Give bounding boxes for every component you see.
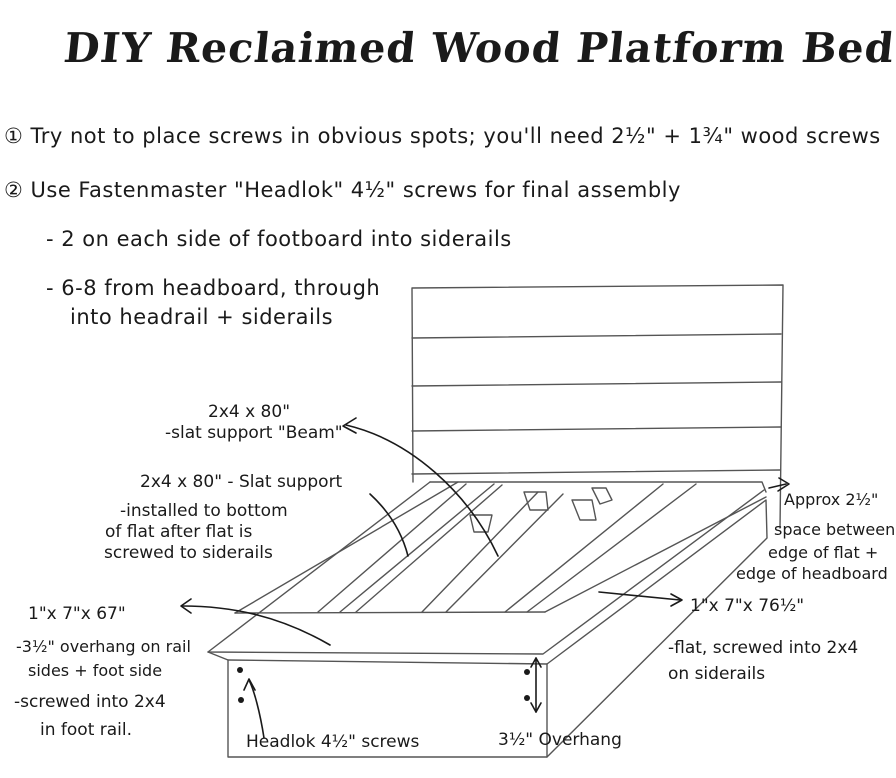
headboard-plank-line bbox=[411, 469, 781, 475]
screw-mark bbox=[238, 697, 244, 703]
instruction-note-2: ② Use Fastenmaster "Headlok" 4½" screws … bbox=[4, 178, 681, 202]
side-rail-right bbox=[546, 499, 768, 758]
slat bbox=[504, 483, 697, 613]
foot-rail bbox=[207, 651, 548, 758]
foot-label: -screwed into 2x4 bbox=[14, 692, 166, 712]
title: DIY Reclaimed Wood Platform Bed bbox=[61, 24, 896, 72]
foot-label: 1"x 7"x 67" bbox=[28, 604, 126, 624]
gap-label: space between bbox=[774, 520, 896, 539]
slat-support-label: -installed to bottom bbox=[120, 501, 288, 521]
gap-label: edge of headboard bbox=[736, 564, 888, 583]
beam-label: 2x4 x 80" bbox=[208, 402, 291, 422]
screw-mark bbox=[524, 669, 530, 675]
bed-frame-back bbox=[429, 481, 767, 493]
slat-support-block bbox=[469, 514, 493, 533]
foot-arrowhead bbox=[180, 598, 192, 614]
overhang-arrowhead-top bbox=[530, 657, 542, 668]
slat-support-label: of flat after flat is bbox=[105, 522, 253, 542]
foot-rail-inner bbox=[234, 611, 546, 614]
slat-support-label: screwed to siderails bbox=[104, 543, 273, 563]
instruction-note-1: ① Try not to place screws in obvious spo… bbox=[4, 124, 881, 148]
flat-label: -flat, screwed into 2x4 bbox=[668, 638, 859, 658]
headboard bbox=[411, 284, 784, 529]
headlok-arrow bbox=[248, 679, 265, 739]
overhang-label: 3½" Overhang bbox=[498, 730, 622, 750]
foot-label: in foot rail. bbox=[40, 720, 133, 740]
beam-arrowhead bbox=[342, 417, 357, 434]
slat-support-block bbox=[591, 487, 613, 505]
foot-label: -3½" overhang on rail bbox=[16, 637, 191, 656]
gap-arrow bbox=[768, 483, 787, 489]
screw-mark bbox=[524, 695, 530, 701]
instruction-sub-1: - 2 on each side of footboard into sider… bbox=[46, 227, 512, 251]
flat-label: 1"x 7"x 76½" bbox=[690, 596, 805, 616]
flat-arrow bbox=[598, 591, 681, 601]
beam-label: -slat support "Beam" bbox=[165, 423, 343, 443]
slat bbox=[317, 483, 495, 613]
instruction-sub-2-line-1: - 6-8 from headboard, through bbox=[46, 276, 381, 300]
slat-support-block bbox=[571, 499, 597, 521]
bed-frame-top bbox=[207, 481, 765, 655]
headboard-plank-line bbox=[411, 381, 782, 387]
gap-label: edge of flat + bbox=[768, 543, 879, 562]
headlok-label: Headlok 4½" screws bbox=[246, 732, 420, 752]
slat-support-block bbox=[523, 491, 549, 511]
slat-support-arrow bbox=[369, 493, 409, 557]
side-flat-left bbox=[234, 481, 459, 614]
slat bbox=[421, 491, 564, 613]
overhang-arrowhead-bottom bbox=[530, 702, 542, 713]
screw-mark bbox=[237, 667, 243, 673]
foot-rail-top bbox=[227, 659, 548, 665]
gap-arrowhead bbox=[777, 477, 790, 492]
flat-label: on siderails bbox=[668, 664, 766, 684]
gap-label: Approx 2½" bbox=[784, 490, 879, 509]
slat bbox=[355, 484, 503, 613]
instruction-sub-2-line-2: into headrail + siderails bbox=[70, 305, 334, 329]
beam-arrow bbox=[345, 424, 499, 557]
foot-label: sides + foot side bbox=[28, 661, 163, 680]
side-flat-right bbox=[544, 496, 767, 613]
headboard-plank-line bbox=[411, 333, 782, 339]
slat-support-label: 2x4 x 80" - Slat support bbox=[140, 472, 343, 492]
flat-arrowhead bbox=[670, 593, 683, 607]
foot-arrow bbox=[181, 605, 331, 646]
headboard-plank-line bbox=[411, 426, 782, 432]
headlok-arrowhead bbox=[243, 678, 256, 691]
